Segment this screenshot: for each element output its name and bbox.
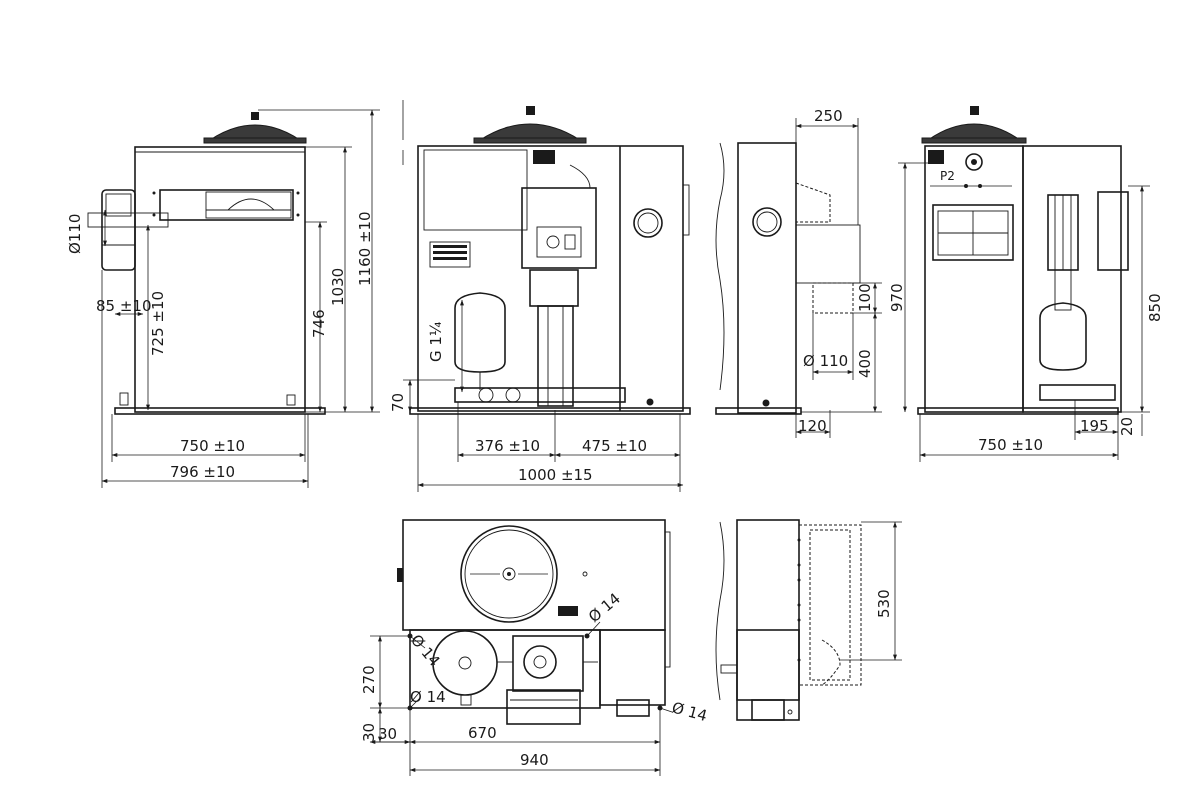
top-pump-base [506, 689, 581, 725]
dim-top-d940: 940 [520, 751, 549, 769]
dim-rear-d20: 20 [1118, 417, 1136, 436]
front-cabinet [134, 146, 306, 413]
rear-expansion-vessel [1039, 302, 1087, 371]
dim-top-d14d: Ø 14 [670, 698, 709, 725]
dim-pump-g114: G 1¼ [427, 321, 445, 362]
dim-front-d1160: 1160 ±10 [356, 211, 374, 286]
rear-control-box [1097, 191, 1129, 271]
dim-top-d270: 270 [360, 665, 378, 694]
pump-column [537, 305, 574, 407]
rear-view: 970 850 P2 750 ±10 195 20 [888, 106, 1164, 462]
dim-front-d750: 750 ±10 [180, 437, 245, 455]
dim-front-d725: 725 ±10 [149, 291, 167, 356]
side-view: 250 100 400 Ø 110 120 [715, 107, 882, 438]
top-view: Ø 14 Ø 14 Ø 14 Ø 14 270 30 30 670 940 [360, 519, 709, 776]
dim-side-d400: 400 [856, 349, 874, 378]
dim-sidetop-d530: 530 [875, 589, 893, 618]
dim-rear-d970: 970 [888, 283, 906, 312]
dim-top-d14a: Ø 14 [407, 631, 444, 670]
side-control-box [101, 189, 136, 271]
dim-top-d30h: 30 [378, 725, 397, 743]
dim-side-d100: 100 [856, 283, 874, 312]
dim-top-d30v: 30 [360, 723, 378, 742]
dim-front-d110: Ø110 [66, 214, 84, 254]
dim-rear-d195: 195 [1080, 417, 1109, 435]
front-view: Ø110 85 ±10 725 ±10 746 1030 1160 ±10 75… [66, 109, 380, 488]
control-box [521, 187, 597, 269]
label-rear-p2: P2 [940, 169, 955, 183]
side-top-view: 530 [715, 519, 902, 721]
dim-top-d14c: Ø 14 [585, 589, 624, 626]
dim-rear-d850: 850 [1146, 293, 1164, 322]
dim-top-d670: 670 [468, 724, 497, 742]
terminal-plate [429, 241, 471, 268]
dim-pump-d1000: 1000 ±15 [518, 466, 593, 484]
inlet-pipe-side [795, 224, 861, 284]
dim-pump-d70: 70 [389, 393, 407, 412]
side-top-body [736, 519, 800, 721]
dim-front-d796: 796 ±10 [170, 463, 235, 481]
side-cabinet [737, 142, 797, 414]
dim-side-d250: 250 [814, 107, 843, 125]
side-top-inlet [798, 524, 862, 686]
top-pump-head [512, 635, 584, 692]
dim-rear-d750: 750 ±10 [978, 436, 1043, 454]
dim-front-d85: 85 ±10 [96, 297, 152, 315]
lid-knob [251, 112, 259, 120]
rear-nameplate [928, 150, 944, 164]
top-lid-circle [460, 525, 558, 623]
pump-view: G 1¼ 70 376 ±10 475 ±10 1000 ±15 [389, 100, 691, 492]
dim-pump-d475: 475 ±10 [582, 437, 647, 455]
expansion-vessel [454, 292, 506, 373]
dim-pump-d376: 376 ±10 [475, 437, 540, 455]
inlet-opening [159, 189, 294, 221]
rear-window [932, 204, 1014, 261]
pump-view-cabinet [417, 145, 684, 412]
dim-side-d120: 120 [798, 417, 827, 435]
manifold-pipe [454, 387, 626, 403]
top-vessel [432, 630, 498, 696]
front-base-plate [114, 407, 326, 415]
dim-front-d1030: 1030 [329, 268, 347, 306]
nameplate [533, 150, 555, 164]
dim-side-d110: Ø 110 [803, 352, 848, 370]
top-tank [402, 519, 666, 631]
pump-motor [529, 269, 579, 307]
dim-front-d746: 746 [310, 309, 328, 338]
dim-top-d14b: Ø 14 [410, 688, 446, 706]
lid-rim [203, 137, 307, 144]
